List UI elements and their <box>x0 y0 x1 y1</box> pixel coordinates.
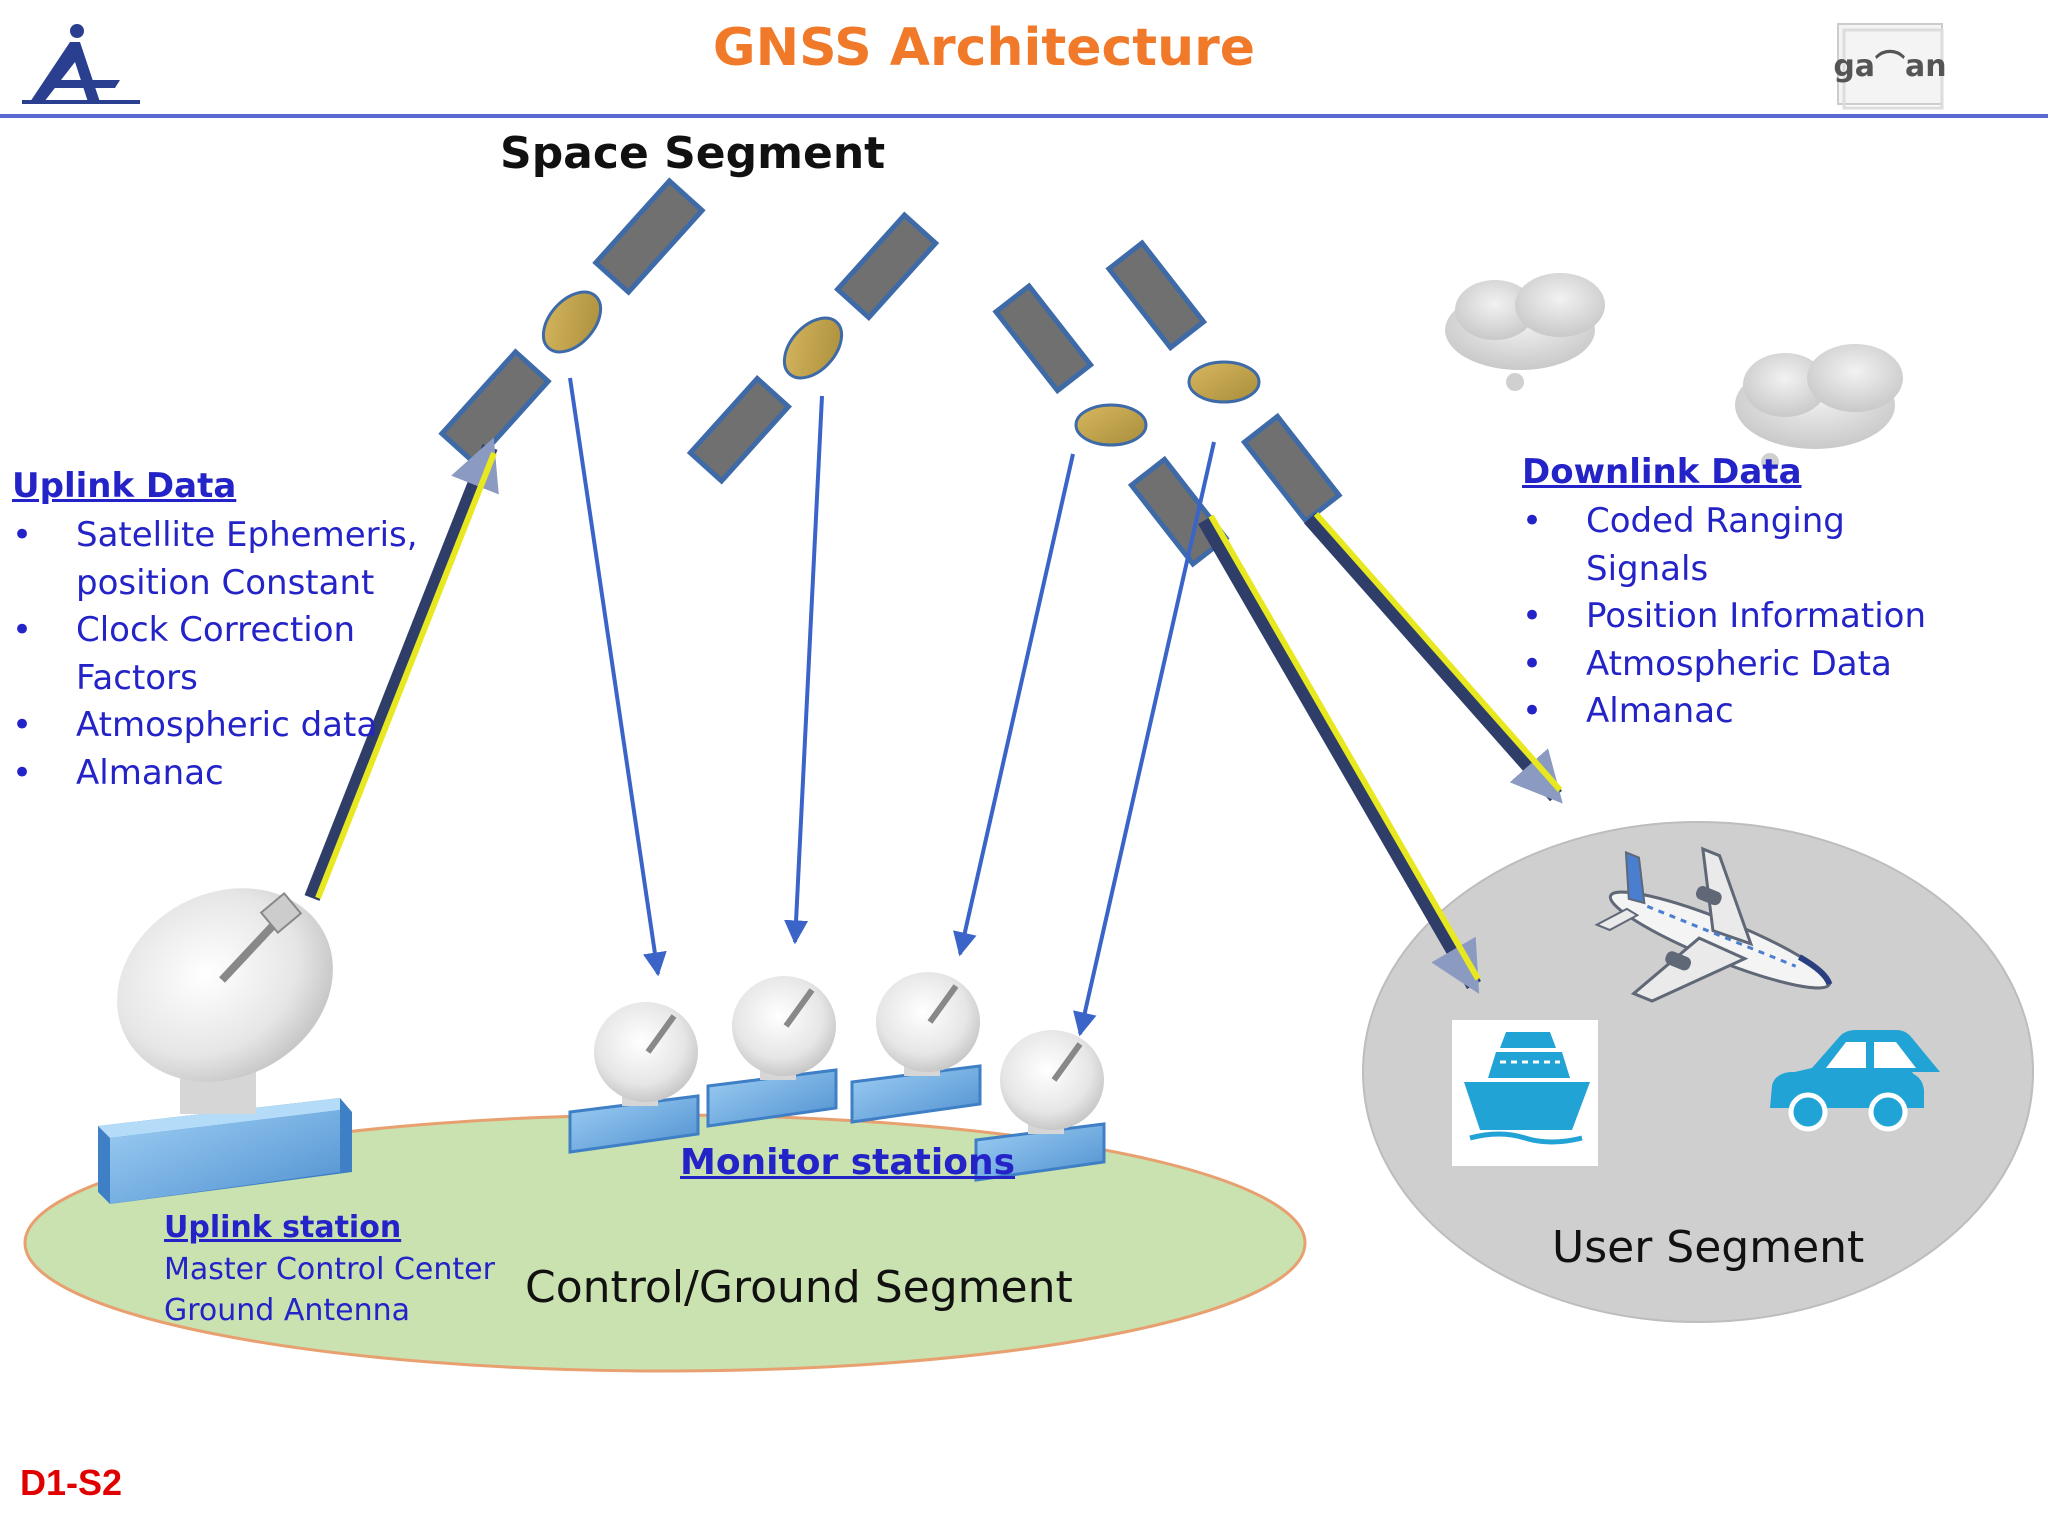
downlink-data-list: Coded Ranging Signals Position Informati… <box>1522 498 1926 736</box>
user-segment-ellipse <box>1362 821 2034 1323</box>
signal-arrow <box>1073 441 1216 1037</box>
downlink-data-heading[interactable]: Downlink Data <box>1522 452 1802 492</box>
monitor-station-antenna <box>974 1030 1106 1182</box>
uplink-data-list: Satellite Ephemeris, position Constant C… <box>12 512 418 797</box>
monitor-stations-label[interactable]: Monitor stations <box>680 1142 1016 1183</box>
control-ground-segment-label: Control/Ground Segment <box>525 1262 1073 1313</box>
ship-icon <box>1452 1020 1598 1166</box>
satellite-icon <box>438 177 706 467</box>
monitor-station-antenna <box>850 972 982 1124</box>
list-item: Almanac <box>12 750 418 798</box>
list-item: Atmospheric data <box>12 702 418 750</box>
list-item: Position Information <box>1522 593 1926 641</box>
cloud-icon <box>1445 273 1605 391</box>
monitor-station-antenna <box>706 976 838 1128</box>
list-item: Satellite Ephemeris, <box>12 512 418 560</box>
list-item: Coded Ranging <box>1522 498 1926 546</box>
uplink-station-line1: Master Control Center <box>164 1252 495 1287</box>
satellite-icon <box>686 211 940 485</box>
list-item: Atmospheric Data <box>1522 641 1926 689</box>
uplink-beam-arrow <box>304 437 499 901</box>
list-item: position Constant <box>76 562 375 603</box>
page-title: GNSS Architecture <box>712 18 1256 78</box>
gagan-logo: ga⌒an <box>1833 23 1947 110</box>
car-icon <box>1770 1030 1940 1132</box>
list-item: Almanac <box>1522 688 1926 736</box>
signal-arrow <box>953 453 1075 957</box>
downlink-beam-arrow <box>1198 514 1481 994</box>
satellite-icon <box>1105 239 1343 525</box>
uplink-station-antenna <box>98 888 352 1204</box>
uplink-station-line2: Ground Antenna <box>164 1293 411 1328</box>
svg-text:ga⌒an: ga⌒an <box>1833 49 1946 84</box>
space-segment-label: Space Segment <box>500 128 886 179</box>
list-item: Factors <box>76 657 198 698</box>
airplane-icon <box>1594 846 1833 1003</box>
satellite-icon <box>992 282 1230 568</box>
uplink-station-heading[interactable]: Uplink station <box>164 1210 402 1245</box>
list-item: Clock Correction <box>12 607 418 655</box>
monitor-station-antenna <box>568 1002 700 1154</box>
signal-arrow <box>784 395 824 945</box>
user-segment-label: User Segment <box>1552 1222 1865 1273</box>
cloud-icon <box>1735 344 1903 471</box>
signal-arrow <box>568 377 667 977</box>
slide-code: D1-S2 <box>20 1462 123 1503</box>
downlink-beam-arrow <box>1304 512 1563 804</box>
list-item: Signals <box>1586 548 1709 589</box>
uplink-data-heading[interactable]: Uplink Data <box>12 466 237 506</box>
aai-logo <box>22 24 140 104</box>
